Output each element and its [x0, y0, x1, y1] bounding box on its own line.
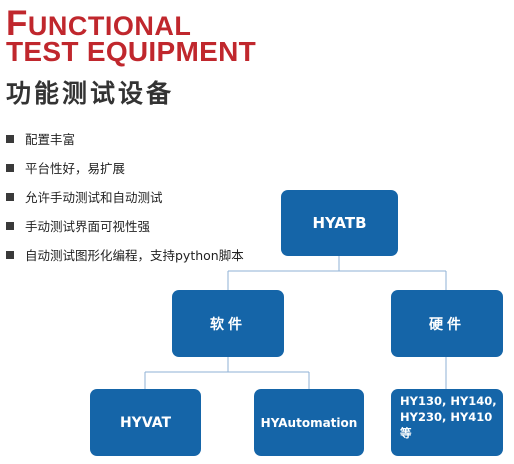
- subtitle: 功能测试设备: [6, 79, 175, 108]
- square-bullet-icon: [6, 192, 14, 201]
- square-bullet-icon: [6, 250, 14, 259]
- node-hardware-list: HY130, HY140, HY230, HY410 等: [391, 389, 503, 456]
- square-bullet-icon: [6, 134, 14, 143]
- square-bullet-icon: [6, 163, 14, 172]
- feature-text: 平台性好，易扩展: [25, 161, 126, 176]
- title-initial: F: [6, 4, 28, 43]
- title-rest: UNCTIONAL: [27, 11, 192, 41]
- node-hyatb: HYATB: [281, 190, 398, 256]
- title-line-2: TEST EQUIPMENT: [6, 36, 256, 67]
- feature-item: 允许手动测试和自动测试: [6, 182, 244, 211]
- node-hyvat: HYVAT: [90, 389, 201, 456]
- feature-text: 配置丰富: [25, 132, 76, 147]
- feature-text: 自动测试图形化编程，支持python脚本: [25, 248, 244, 263]
- feature-list: 配置丰富 平台性好，易扩展 允许手动测试和自动测试 手动测试界面可视性强 自动测…: [6, 124, 244, 269]
- node-hyautomation: HYAutomation: [254, 389, 364, 456]
- feature-text: 允许手动测试和自动测试: [25, 190, 163, 205]
- feature-text: 手动测试界面可视性强: [25, 219, 151, 234]
- feature-item: 平台性好，易扩展: [6, 153, 244, 182]
- feature-item: 自动测试图形化编程，支持python脚本: [6, 240, 244, 269]
- title-line-1: FUNCTIONAL: [6, 4, 191, 44]
- feature-item: 配置丰富: [6, 124, 244, 153]
- square-bullet-icon: [6, 221, 14, 230]
- node-software: 软件: [172, 290, 284, 357]
- feature-item: 手动测试界面可视性强: [6, 211, 244, 240]
- node-hardware: 硬件: [391, 290, 503, 357]
